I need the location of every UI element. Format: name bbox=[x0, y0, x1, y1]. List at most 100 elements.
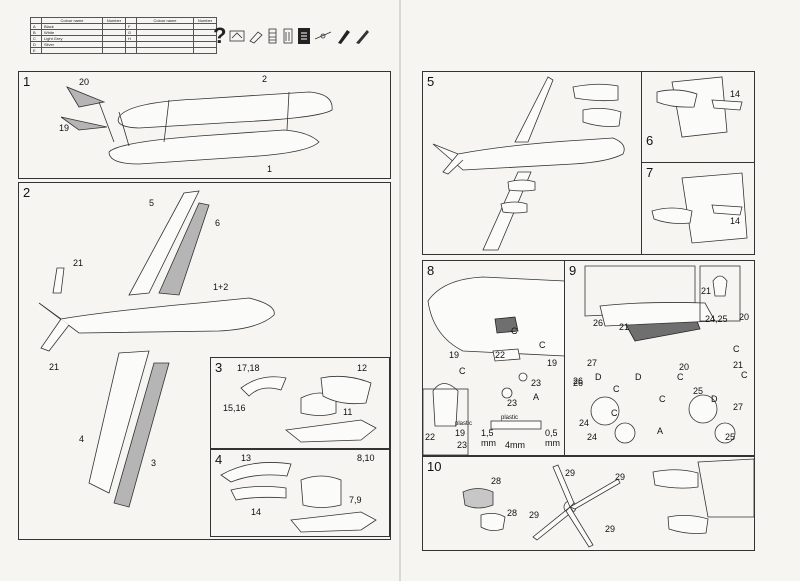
part-label: C bbox=[741, 370, 748, 380]
table-cell: E bbox=[30, 47, 42, 54]
part-label: 28 bbox=[507, 508, 518, 518]
page-fold bbox=[399, 0, 401, 581]
step-panel-10: 10 28 28 29 29 29 29 bbox=[422, 456, 755, 551]
part-label: 8,10 bbox=[357, 453, 375, 463]
step-1-drawing bbox=[60, 86, 333, 165]
table-cell bbox=[125, 47, 137, 54]
part-label: 21 bbox=[73, 258, 84, 268]
step-panel-3: 3 17,18 12 15,16 11 bbox=[210, 357, 390, 449]
part-label: 21 bbox=[701, 286, 712, 296]
part-label: 13 bbox=[241, 453, 252, 463]
step-number: 10 bbox=[427, 459, 442, 474]
part-label: D bbox=[635, 372, 642, 382]
step-number: 9 bbox=[569, 263, 577, 278]
part-label: C bbox=[611, 408, 618, 418]
step-9-drawing bbox=[584, 265, 741, 444]
part-label: 19 bbox=[449, 350, 460, 360]
part-label: D bbox=[711, 394, 718, 404]
part-label: 24 bbox=[587, 432, 598, 442]
step-panel-6: 6 14 bbox=[641, 71, 755, 163]
legend-item bbox=[229, 28, 245, 44]
step-panel-4: 4 13 8,10 7,9 14 bbox=[210, 449, 390, 537]
legend-item bbox=[314, 28, 332, 44]
part-label: 27 bbox=[733, 402, 744, 412]
part-label: 29 bbox=[529, 510, 540, 520]
part-label: 20 bbox=[679, 362, 690, 372]
table-cell bbox=[193, 47, 217, 54]
sand-icon bbox=[284, 28, 293, 44]
paint-icon bbox=[338, 30, 351, 44]
part-label: 3 bbox=[151, 458, 157, 468]
part-label: A bbox=[657, 426, 664, 436]
step-number: 8 bbox=[427, 263, 435, 278]
part-label: 22 bbox=[495, 350, 506, 360]
material-label: plastic bbox=[501, 415, 519, 421]
legend-item bbox=[354, 27, 370, 45]
step-8-drawing bbox=[423, 276, 565, 455]
legend-item bbox=[248, 28, 264, 44]
step-6-drawing bbox=[656, 76, 743, 138]
part-label: D bbox=[595, 372, 602, 382]
table-cell bbox=[102, 47, 126, 54]
step-number: 7 bbox=[646, 165, 654, 180]
assembly-icon bbox=[315, 31, 332, 40]
step-2-drawing bbox=[38, 190, 275, 508]
part-label: 23 bbox=[531, 378, 542, 388]
part-label: 29 bbox=[605, 524, 616, 534]
part-label: 23 bbox=[507, 398, 518, 408]
step-number: 2 bbox=[23, 185, 31, 200]
part-label: 14 bbox=[730, 89, 741, 99]
part-label: A bbox=[533, 392, 540, 402]
part-label: 23 bbox=[457, 440, 468, 450]
part-label: 14 bbox=[251, 507, 262, 517]
step-panel-7: 7 14 bbox=[641, 162, 755, 255]
part-label: 21 bbox=[619, 322, 630, 332]
part-label: 27 bbox=[587, 358, 598, 368]
step-number: 3 bbox=[215, 360, 223, 375]
step-number: 1 bbox=[23, 74, 31, 89]
part-label: 19 bbox=[547, 358, 558, 368]
step-number: 4 bbox=[215, 452, 223, 467]
part-label: 25 bbox=[725, 432, 736, 442]
part-label: 22 bbox=[425, 432, 436, 442]
step-panel-5: 5 bbox=[422, 71, 643, 255]
part-label: 14 bbox=[730, 216, 741, 226]
part-label: 11 bbox=[343, 407, 353, 417]
part-label: 29 bbox=[565, 468, 576, 478]
part-label: 20 bbox=[739, 312, 750, 322]
dimension-label: 1,5 bbox=[481, 428, 494, 438]
part-label: 20 bbox=[79, 77, 90, 87]
step-10-drawing bbox=[462, 458, 754, 548]
legend-item bbox=[282, 28, 294, 44]
part-label: 12 bbox=[357, 363, 368, 373]
dimension-unit: mm bbox=[545, 438, 560, 448]
step-4-drawing bbox=[220, 462, 377, 533]
dimension-unit: mm bbox=[481, 438, 496, 448]
part-label: 6 bbox=[215, 218, 221, 228]
part-label: 17,18 bbox=[237, 363, 260, 373]
brush-icon bbox=[356, 30, 370, 44]
part-label: 26 bbox=[573, 376, 584, 386]
legend-item bbox=[335, 27, 351, 45]
part-label: C bbox=[677, 372, 684, 382]
part-label: 19 bbox=[59, 123, 70, 133]
repeat-icon bbox=[269, 28, 277, 44]
part-label: 24,25 bbox=[705, 314, 728, 324]
part-label: 2 bbox=[262, 74, 268, 84]
part-label: 21 bbox=[733, 360, 744, 370]
part-label: C bbox=[459, 366, 466, 376]
table-cell bbox=[136, 47, 194, 54]
part-label: C bbox=[613, 384, 620, 394]
part-label: C bbox=[659, 394, 666, 404]
option-icon bbox=[230, 30, 245, 42]
step-number: 6 bbox=[646, 133, 654, 148]
legend-item bbox=[267, 28, 279, 44]
part-label: 1+2 bbox=[213, 282, 229, 292]
part-label: 25 bbox=[693, 386, 704, 396]
part-label: C bbox=[511, 326, 518, 336]
part-label: 26 bbox=[593, 318, 604, 328]
step-number: 5 bbox=[427, 74, 435, 89]
